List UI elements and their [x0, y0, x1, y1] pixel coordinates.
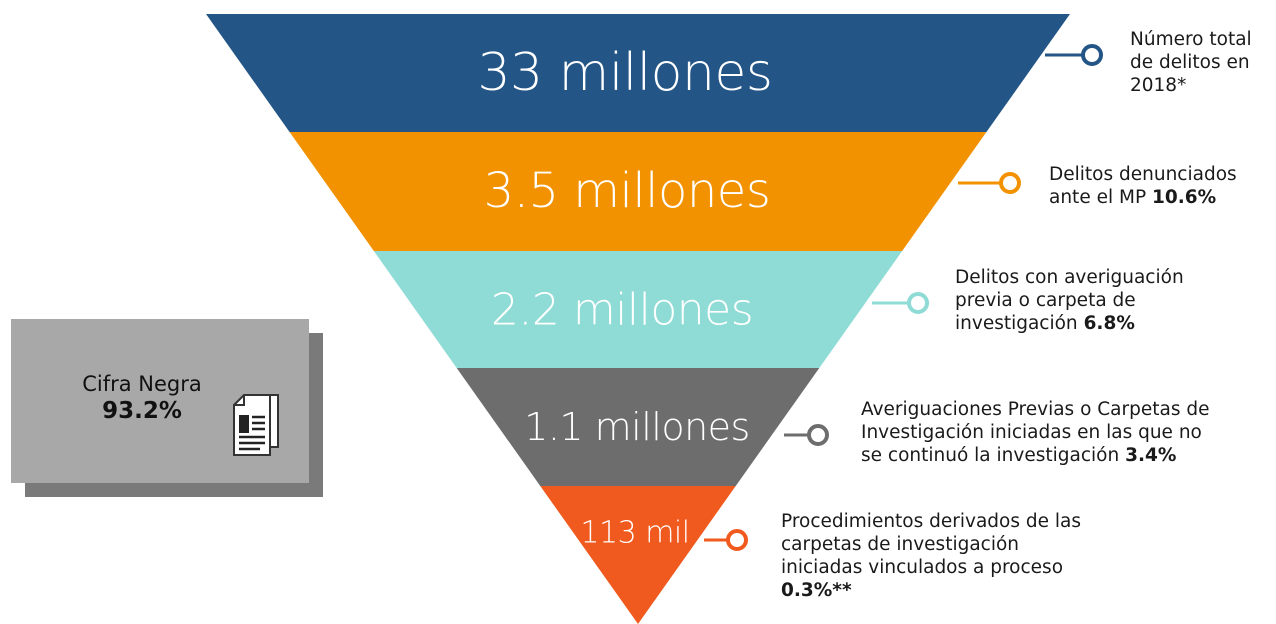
description-text: Delitos denunciados — [1049, 164, 1237, 185]
connector-marker-3 — [907, 292, 929, 314]
funnel-percentage-5: 0.3%** — [781, 580, 852, 601]
funnel-value-2: 3.5 millones — [483, 163, 771, 219]
description-text: ante el MP — [1049, 187, 1147, 208]
description-text: investigación — [955, 313, 1078, 334]
funnel-value-3: 2.2 millones — [490, 284, 754, 335]
description-text: de delitos en — [1130, 52, 1250, 73]
funnel-percentage-3: 6.8% — [1083, 313, 1135, 334]
description-line: iniciadas vinculados a proceso — [781, 556, 1081, 579]
description-line: Investigación iniciadas en las que no — [861, 421, 1209, 444]
description-line: investigación 6.8% — [955, 312, 1184, 335]
funnel-percentage-4: 3.4% — [1125, 445, 1177, 466]
funnel-band-1 — [206, 14, 1070, 132]
description-text: Averiguaciones Previas o Carpetas de — [861, 399, 1210, 420]
description-line: Número total — [1130, 28, 1252, 51]
connector-marker-1 — [1081, 44, 1103, 66]
description-text: Investigación iniciadas en las que no — [861, 422, 1202, 443]
cifra-negra-value: 93.2% — [102, 398, 182, 424]
funnel-percentage-2: 10.6% — [1152, 187, 1217, 208]
description-text: se continuó la investigación — [861, 445, 1120, 466]
description-text: previa o carpeta de — [955, 290, 1136, 311]
description-line: se continuó la investigación 3.4% — [861, 444, 1209, 467]
cifra-negra-title: Cifra Negra — [82, 372, 202, 396]
funnel-band-2 — [289, 132, 987, 251]
connector-marker-2 — [999, 172, 1021, 194]
description-text: Delitos con averiguación — [955, 267, 1184, 288]
funnel-value-1: 33 millones — [477, 43, 773, 103]
funnel-band-5 — [540, 486, 736, 624]
description-line: de delitos en — [1130, 51, 1252, 74]
description-line: ante el MP 10.6% — [1049, 186, 1237, 209]
description-text: iniciadas vinculados a proceso — [781, 557, 1064, 578]
description-line: 0.3%** — [781, 579, 1081, 602]
description-text: carpetas de investigación — [781, 534, 1020, 555]
funnel-value-4: 1.1 millones — [524, 405, 750, 449]
description-line: previa o carpeta de — [955, 289, 1184, 312]
description-text: 2018* — [1130, 75, 1187, 96]
funnel-value-5: 113 mil — [580, 515, 690, 551]
description-line: carpetas de investigación — [781, 533, 1081, 556]
funnel-band-3 — [373, 251, 903, 368]
description-text: Número total — [1130, 29, 1252, 50]
connector-marker-5 — [726, 529, 748, 551]
connector-marker-4 — [807, 424, 829, 446]
description-line: Delitos denunciados — [1049, 163, 1237, 186]
funnel-band-4 — [456, 368, 820, 486]
document-icon — [233, 394, 279, 456]
description-line: Averiguaciones Previas o Carpetas de — [861, 398, 1209, 421]
description-line: Delitos con averiguación — [955, 266, 1184, 289]
description-line: Procedimientos derivados de las — [781, 510, 1081, 533]
description-text: Procedimientos derivados de las — [781, 511, 1082, 532]
description-line: 2018* — [1130, 74, 1252, 97]
